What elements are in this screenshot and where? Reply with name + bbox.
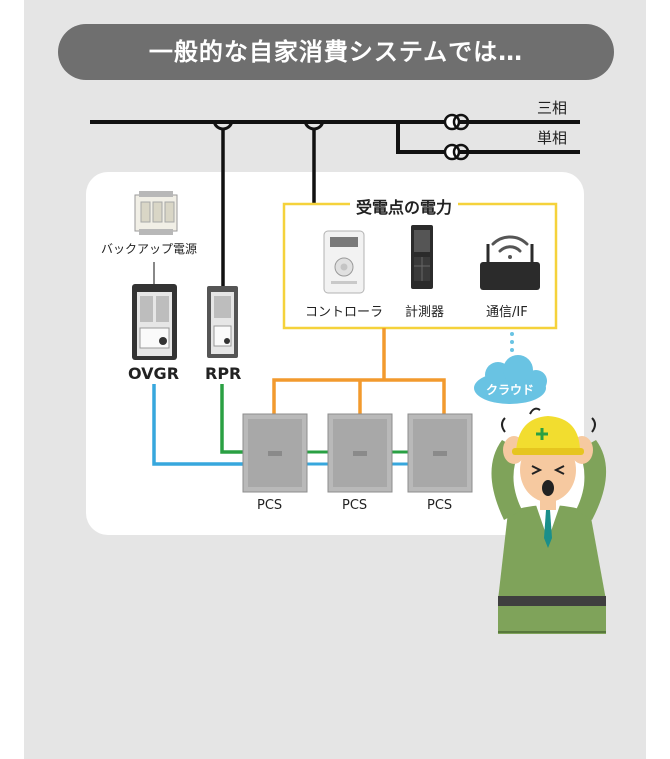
pcs-label: PCS	[342, 498, 368, 513]
ovgr-label: OVGR	[128, 364, 180, 383]
pcs-unit	[242, 413, 308, 493]
wifi-icon	[491, 235, 529, 259]
meter-icon	[411, 225, 433, 289]
ovgr-signal-line	[152, 384, 244, 466]
rpr-relay-icon	[207, 286, 238, 358]
power-bus	[90, 113, 580, 290]
orange-signal-lines	[272, 328, 446, 414]
cloud-link-dots	[510, 332, 514, 352]
three-phase-label: 三相	[537, 99, 568, 117]
backup-power-label: バックアップ電源	[101, 242, 198, 256]
controller-label: コントローラ	[305, 305, 384, 320]
transformer-icon	[443, 113, 470, 131]
meter-label: 計測器	[405, 305, 445, 320]
single-phase-label: 単相	[537, 129, 568, 147]
backup-power-icon	[134, 191, 178, 235]
cloud-label: クラウド	[485, 383, 534, 397]
comm-label: 通信/IF	[486, 305, 528, 320]
pcs-unit	[407, 413, 473, 493]
pcs-label: PCS	[257, 498, 283, 513]
pcs-label: PCS	[427, 498, 453, 513]
rpr-label: RPR	[205, 364, 242, 383]
pcs-unit	[327, 413, 393, 493]
worker-illustration	[491, 407, 607, 634]
pcs-interconnect	[306, 450, 408, 466]
page-title: 一般的な自家消費システムでは…	[58, 24, 614, 80]
cloud-icon	[474, 355, 547, 404]
router-icon	[480, 244, 540, 290]
rpr-signal-line	[220, 384, 244, 454]
ovgr-relay-icon	[132, 284, 177, 360]
transformer-icon	[443, 143, 470, 161]
receiving-point-title: 受電点の電力	[350, 194, 459, 218]
controller-icon	[323, 230, 365, 294]
